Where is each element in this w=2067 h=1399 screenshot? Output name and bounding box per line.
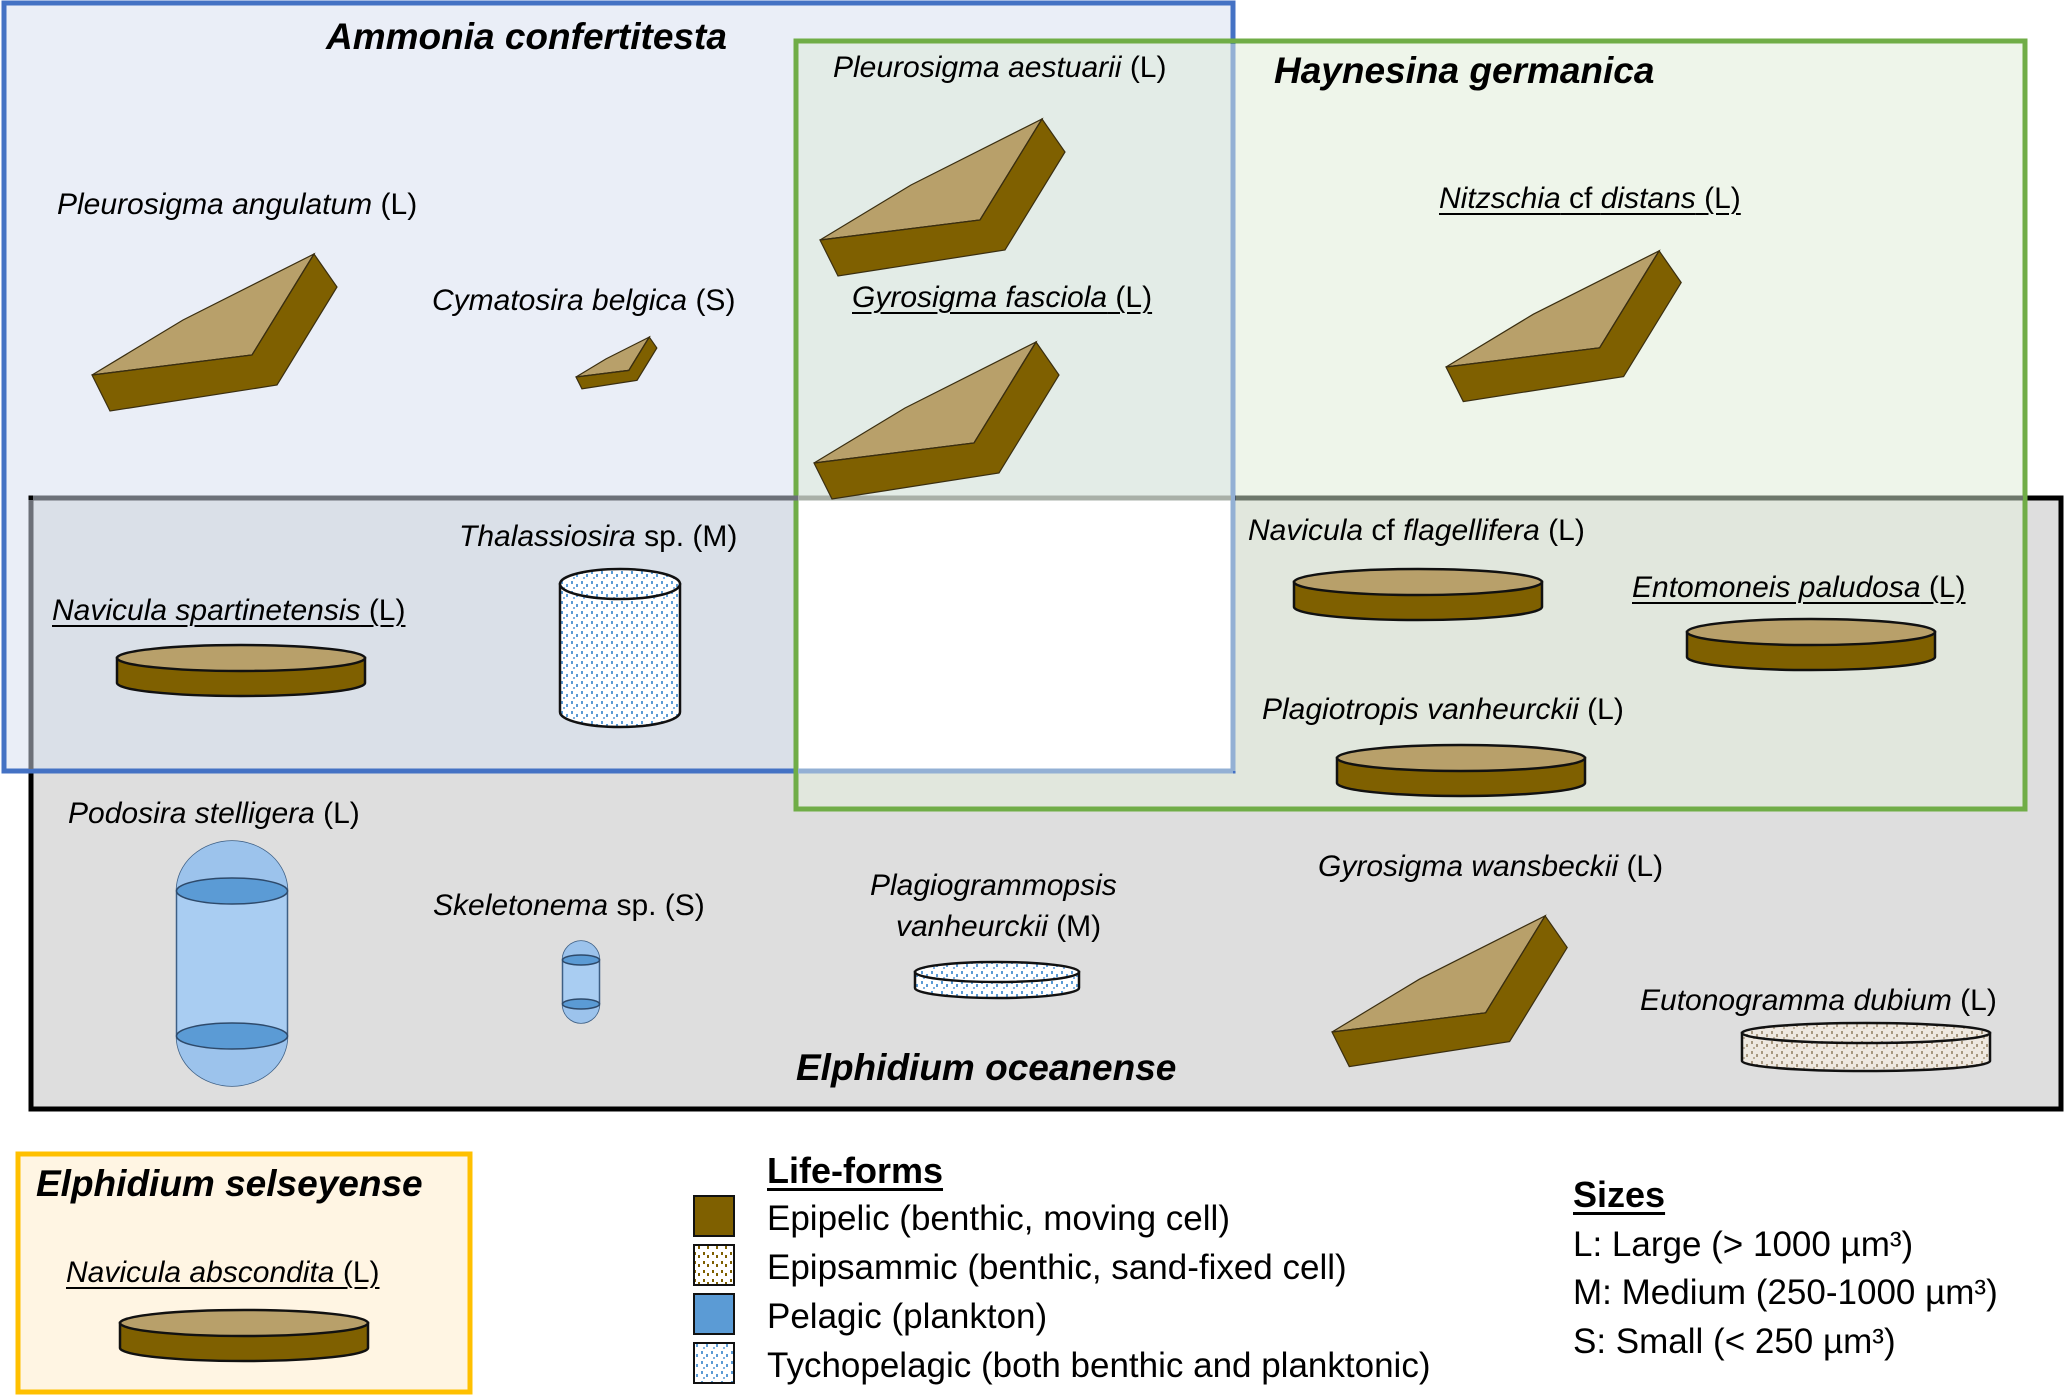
- taxon-label: Eutonogramma dubium (L): [1640, 984, 1997, 1017]
- taxon-label: Skeletonema sp. (S): [433, 889, 705, 922]
- skeletonema-cell-band: [561, 954, 601, 966]
- navicula-flagellifera-cell-top: [1292, 567, 1544, 597]
- plagiogrammopsis-vanheurckii-cell-top: [913, 960, 1081, 984]
- gyrosigma-wansbeckii-cell-edge: [1331, 915, 1546, 1033]
- taxon-label: Gyrosigma wansbeckii (L): [1318, 850, 1664, 883]
- thalassiosira-cell-body: [558, 582, 682, 729]
- pleurosigma-angulatum-cell-edge: [91, 253, 315, 376]
- taxon-label: Gyrosigma fasciola (L): [852, 281, 1153, 314]
- legend-swatches: [693, 1195, 735, 1384]
- plagiotropis-vanheurckii-cell-top: [1335, 743, 1587, 773]
- taxon-label: Plagiogrammopsis: [870, 869, 1117, 902]
- taxon-label: Podosira stelligera (L): [68, 797, 360, 830]
- taxon-label: Nitzschia cf distans (L): [1439, 182, 1741, 215]
- navicula-spartinetensis-cell-top: [115, 643, 367, 673]
- gyrosigma-fasciola-cell-edge: [813, 341, 1037, 464]
- eutonogramma-dubium-cell-top: [1740, 1021, 1992, 1045]
- haynesina-border: [793, 38, 2028, 812]
- swatch-pelagic: [693, 1293, 735, 1335]
- podosira-stelligera-cell-cap: [176, 1036, 288, 1086]
- taxon-label: Plagiotropis vanheurckii (L): [1262, 693, 1624, 726]
- navicula-abscondita-cell-top: [118, 1308, 370, 1338]
- legend-life-form-item: Epipelic (benthic, moving cell): [767, 1199, 1230, 1238]
- entomoneis-paludosa-cell-top: [1685, 617, 1937, 647]
- legend-life-form-item: Epipsammic (benthic, sand-fixed cell): [767, 1248, 1347, 1287]
- nitzschia-distans-cell-edge: [1445, 250, 1660, 368]
- thalassiosira-cell-top: [558, 567, 682, 601]
- podosira-stelligera-cell-cap: [176, 841, 288, 891]
- group-title-selseyense: Elphidium selseyense: [36, 1163, 423, 1204]
- group-title-haynesina: Haynesina germanica: [1274, 50, 1655, 91]
- swatch-tychopelagic: [693, 1342, 735, 1384]
- skeletonema-cell-band: [561, 998, 601, 1010]
- triple-overlap: [795, 497, 1234, 772]
- taxon-label: Cymatosira belgica (S): [432, 284, 736, 317]
- taxon-label: Thalassiosira sp. (M): [459, 520, 738, 553]
- group-title-ammonia: Ammonia confertitesta: [326, 16, 727, 57]
- legend-life-form-item: Pelagic (plankton): [767, 1297, 1048, 1336]
- podosira-stelligera-cell-band: [175, 877, 289, 905]
- legend-life-form-item: Tychopelagic (both benthic and planktoni…: [767, 1346, 1431, 1385]
- swatch-epipsammic: [693, 1244, 735, 1286]
- taxon-label: Entomoneis paludosa (L): [1632, 571, 1966, 604]
- taxon-label: Navicula abscondita (L): [66, 1256, 380, 1289]
- legend-size-item: L: Large (> 1000 µm³): [1573, 1225, 1914, 1264]
- group-title-oceanense: Elphidium oceanense: [796, 1047, 1177, 1088]
- taxon-label: Pleurosigma aestuarii (L): [833, 51, 1167, 84]
- legend-life-forms-title: Life-forms: [767, 1150, 944, 1191]
- swatch-epipelic: [693, 1195, 735, 1237]
- taxon-label: Navicula cf flagellifera (L): [1248, 514, 1585, 547]
- taxon-label: Pleurosigma angulatum (L): [57, 188, 418, 221]
- legend-size-item: M: Medium (250-1000 µm³): [1573, 1273, 1998, 1312]
- legend-sizes-title: Sizes: [1573, 1174, 1666, 1215]
- legend-size-item: S: Small (< 250 µm³): [1573, 1322, 1896, 1361]
- taxon-label: vanheurckii (M): [896, 910, 1102, 943]
- podosira-stelligera-cell-band: [175, 1022, 289, 1050]
- pleurosigma-aestuarii-cell-edge: [819, 118, 1043, 241]
- cymatosira-belgica-cell-edge: [575, 336, 650, 378]
- taxon-label: Navicula spartinetensis (L): [52, 594, 406, 627]
